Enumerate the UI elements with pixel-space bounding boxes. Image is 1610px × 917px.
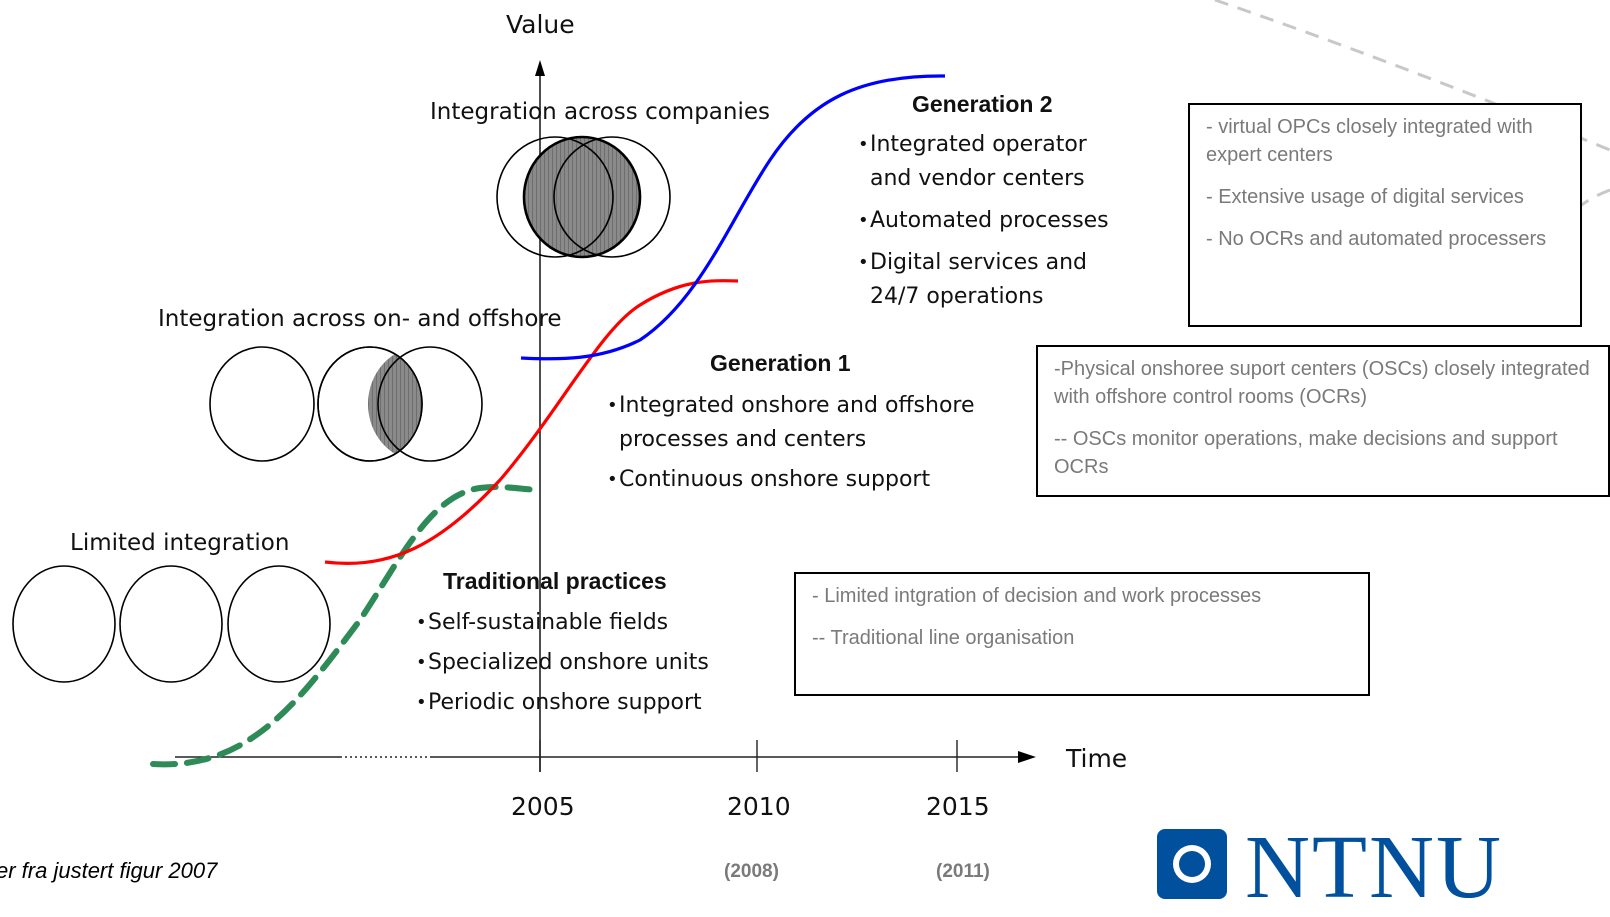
bullet-text: Self-sustainable fields [428, 610, 669, 635]
curve-generation-2 [520, 74, 946, 361]
generation-1-heading: Generation 1 [710, 350, 851, 376]
venn-on-offshore [209, 346, 483, 462]
integration-on-offshore-label: Integration across on- and offshore [158, 306, 562, 332]
bullet-text: Continuous onshore support [619, 467, 931, 492]
venn-limited [12, 565, 331, 683]
note-line: - virtual OPCs closely integrated with e… [1206, 116, 1533, 166]
bullet-text: Automated processes [870, 208, 1109, 233]
integration-companies-label: Integration across companies [430, 99, 771, 125]
decorative-arc-top [1214, 0, 1610, 152]
traditional-practices-bullets: Self-sustainable fields Specialized onsh… [416, 606, 709, 720]
bullet-text: Periodic onshore support [428, 690, 702, 715]
note-line: -- OSCs monitor operations, make decisio… [1054, 428, 1558, 478]
year-2015-label: 2015 [926, 792, 990, 821]
bullet-text: Integrated onshore and offshoreprocesses… [619, 393, 975, 452]
traditional-bullet: Self-sustainable fields [416, 606, 709, 640]
footer-caption: er fra justert figur 2007 [0, 858, 218, 883]
x-axis-label: Time [1066, 744, 1128, 773]
time-axis-arrow [1018, 751, 1036, 763]
bullet-text: Specialized onshore units [428, 650, 709, 675]
venn-across-companies [496, 135, 671, 259]
generation-2-heading: Generation 2 [912, 91, 1053, 117]
traditional-bullet: Periodic onshore support [416, 686, 709, 720]
ntnu-logo: NTNU [1155, 823, 1610, 913]
note-line: -Physical onshoree suport centers (OSCs)… [1054, 358, 1590, 408]
diagram-stage: Value Time 2005 2010 2015 (2008) (2011) … [0, 0, 1610, 887]
note-line: -- Traditional line organisation [812, 627, 1075, 649]
ntnu-logo-text: NTNU [1245, 818, 1503, 917]
note-box-generation-1: -Physical onshoree suport centers (OSCs)… [1036, 345, 1610, 497]
year-2010-note: (2008) [724, 861, 779, 882]
note-box-traditional: - Limited intgration of decision and wor… [794, 572, 1370, 696]
limited-integration-label: Limited integration [70, 530, 290, 556]
year-2015-note: (2011) [936, 861, 990, 882]
note-box-generation-2: - virtual OPCs closely integrated with e… [1188, 103, 1582, 327]
year-2005-label: 2005 [511, 792, 575, 821]
note-line: - Limited intgration of decision and wor… [812, 585, 1262, 607]
y-axis-label: Value [506, 10, 575, 39]
year-2010-label: 2010 [727, 792, 791, 821]
curve-generation-1 [324, 279, 739, 566]
note-line: - Extensive usage of digital services [1206, 186, 1524, 208]
generation-2-bullet: Automated processes [858, 204, 1109, 238]
ntnu-logo-mark [1157, 829, 1227, 899]
traditional-practices-heading: Traditional practices [443, 568, 667, 594]
generation-1-bullets: Integrated onshore and offshoreprocesses… [607, 389, 975, 497]
traditional-bullet: Specialized onshore units [416, 646, 709, 680]
note-line: - No OCRs and automated processers [1206, 228, 1547, 250]
value-axis-arrow [535, 60, 545, 76]
generation-1-bullet: Integrated onshore and offshoreprocesses… [607, 389, 975, 457]
generation-1-bullet: Continuous onshore support [607, 463, 975, 497]
diagram-graphics [12, 0, 1610, 772]
